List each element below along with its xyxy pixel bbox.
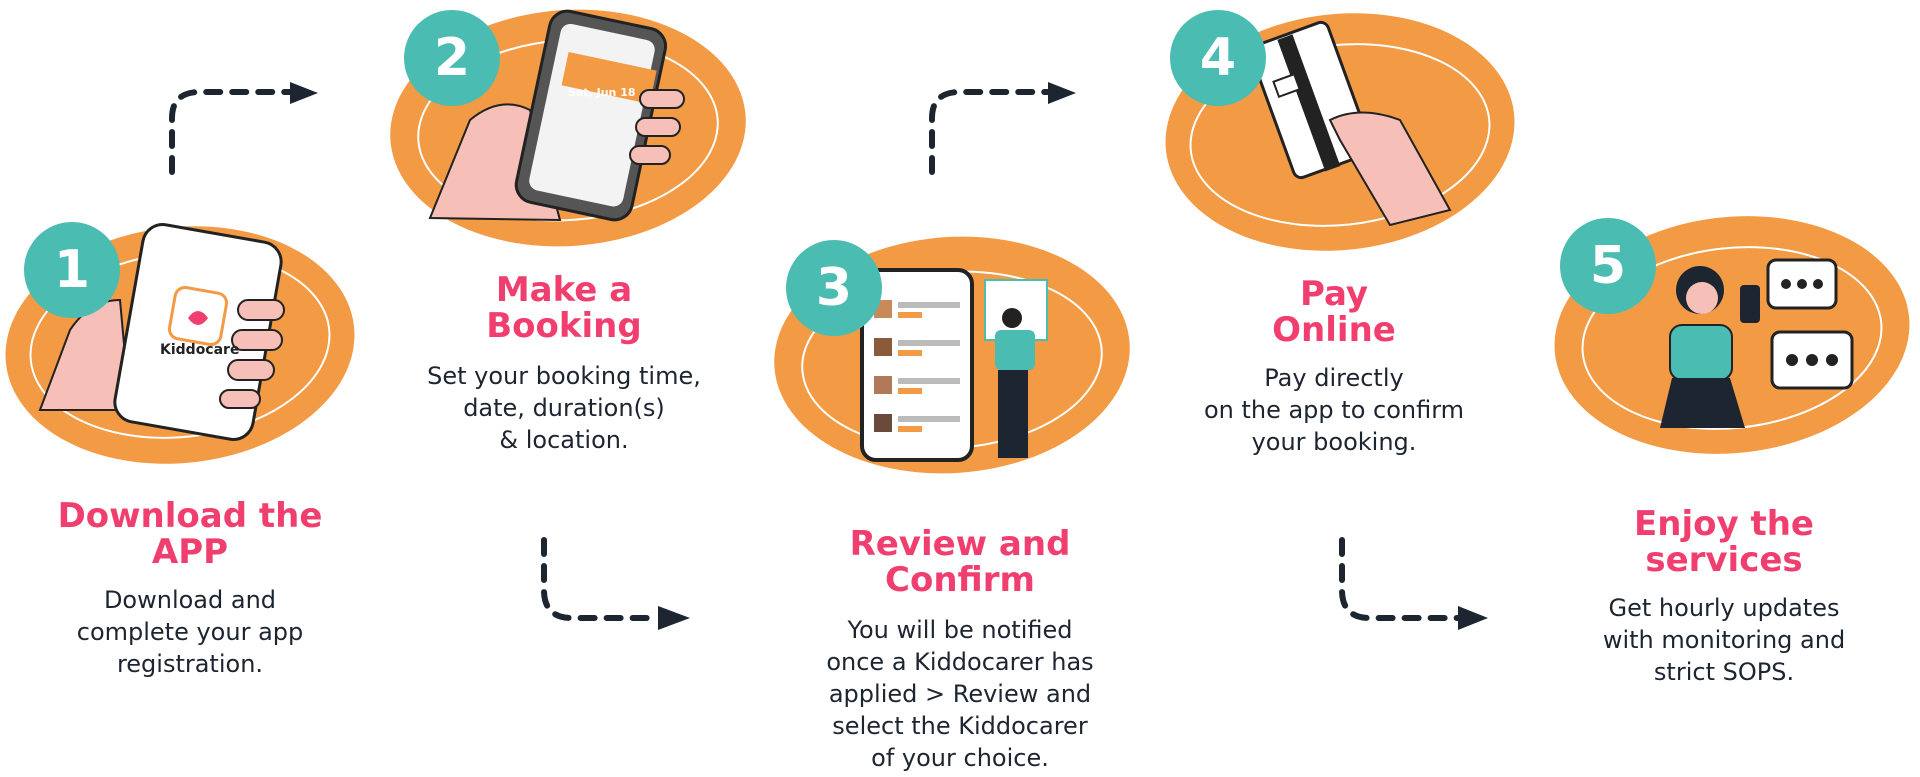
step-2-title: Make a Booking xyxy=(414,272,714,344)
arrow-2-to-3 xyxy=(541,537,690,630)
step-3-title-line-1: Review and xyxy=(849,524,1071,564)
step-4-desc-line-3: your booking. xyxy=(1251,428,1417,456)
step-2-title-line-1: Make a xyxy=(495,270,633,310)
step-3-number: 3 xyxy=(786,240,882,336)
step-5-desc-line-2: with monitoring and xyxy=(1602,626,1846,654)
step-4-desc-line-1: Pay directly xyxy=(1264,364,1404,392)
step-2-desc-line-1: Set your booking time, xyxy=(427,362,701,390)
step-1-desc-line-2: complete your app xyxy=(76,618,304,646)
step-4-title: Pay Online xyxy=(1184,276,1484,348)
step-5-title-line-2: services xyxy=(1645,540,1803,580)
arrow-4-to-5 xyxy=(1339,537,1488,630)
step-1-number: 1 xyxy=(24,222,120,318)
step-2-number: 2 xyxy=(404,10,500,106)
step-5-desc-line-3: strict SOPS. xyxy=(1653,658,1795,686)
credit-card-icon xyxy=(1249,20,1452,227)
step-5-title-line-1: Enjoy the xyxy=(1634,504,1814,544)
step-4-desc-line-2: on the app to confirm xyxy=(1203,396,1465,424)
chat-bubbles-icon xyxy=(1660,258,1854,428)
phone-date-label: Sat, Jun 18 xyxy=(568,86,636,99)
step-3-desc-line-2: once a Kiddocarer has xyxy=(826,648,1094,676)
step-1-desc-line-1: Download and xyxy=(103,586,277,614)
step-5-title: Enjoy the services xyxy=(1574,506,1874,578)
step-2-description: Set your booking time, date, duration(s)… xyxy=(400,360,728,456)
step-3-desc-line-4: select the Kiddocarer xyxy=(832,712,1088,740)
arrow-3-to-4 xyxy=(929,82,1076,175)
arrow-1-to-2 xyxy=(169,82,318,175)
review-list-icon xyxy=(860,268,1048,462)
step-5-description: Get hourly updates with monitoring and s… xyxy=(1574,592,1874,688)
phone-in-hand-icon xyxy=(38,223,285,441)
step-1-title-line-2: APP xyxy=(151,532,229,572)
step-5-number: 5 xyxy=(1560,218,1656,314)
step-2-desc-line-3: & location. xyxy=(499,426,629,454)
calendar-phone-icon xyxy=(428,9,685,222)
step-3-description: You will be notified once a Kiddocarer h… xyxy=(790,614,1130,774)
step-3-desc-line-3: applied > Review and xyxy=(828,680,1092,708)
app-brand-label: Kiddocare xyxy=(160,342,240,358)
step-1-description: Download and complete your app registrat… xyxy=(40,584,340,680)
step-3-desc-line-5: of your choice. xyxy=(871,744,1049,772)
step-4-description: Pay directly on the app to confirm your … xyxy=(1184,362,1484,458)
step-1-title-line-1: Download the xyxy=(57,496,323,536)
step-5-desc-line-1: Get hourly updates xyxy=(1608,594,1840,622)
step-1-desc-line-3: registration. xyxy=(116,650,264,678)
step-4-title-line-2: Online xyxy=(1272,310,1396,350)
step-2-desc-line-2: date, duration(s) xyxy=(463,394,665,422)
step-2-title-line-2: Booking xyxy=(486,306,642,346)
step-4-title-line-1: Pay xyxy=(1299,274,1369,314)
step-4-number: 4 xyxy=(1170,10,1266,106)
step-3-title: Review and Confirm xyxy=(790,526,1130,598)
step-1-title: Download the APP xyxy=(40,498,340,570)
step-3-desc-line-1: You will be notified xyxy=(847,616,1073,644)
step-3-title-line-2: Confirm xyxy=(885,560,1035,600)
